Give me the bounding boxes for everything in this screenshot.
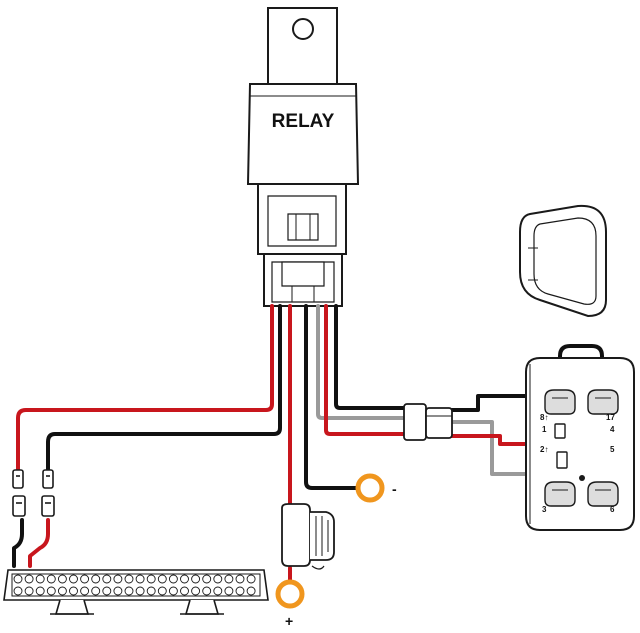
led-cell [124,574,134,584]
led-cell [135,574,145,584]
led-cell [135,586,145,596]
led-cell [13,586,23,596]
led-cell [113,574,123,584]
led-cell [246,574,256,584]
led-cell [202,574,212,584]
led-cell [235,586,245,596]
led-light-bar [3,569,269,615]
switch-pins [544,389,619,507]
led-cell [146,586,156,596]
wire-black-switch [334,304,412,410]
led-cell [91,586,101,596]
ground-terminal [355,473,385,503]
led-cell [180,574,189,584]
led-cell [224,574,234,584]
led-cell [113,586,123,596]
pin-label-2: 2↑ [540,445,548,454]
pin-label-4: 4 [610,425,615,434]
wire-black-lightbar [46,304,282,472]
led-cell [46,586,56,596]
led-cell [246,586,256,596]
led-cell [13,574,23,584]
led-cell [124,586,134,596]
pin-label-17: 17 [606,413,615,422]
negative-label: - [392,481,397,497]
led-cell [46,574,56,584]
led-cell [35,586,45,596]
positive-terminal [275,579,305,609]
led-cell [35,574,45,584]
wire-red-switch [324,304,412,436]
wire-black-ground [304,304,359,490]
pin-label-5: 5 [610,445,615,454]
pin-label-3: 3 [542,505,547,514]
led-cell [180,586,189,596]
wire-gray-switch [316,304,412,420]
led-cell [57,574,67,584]
led-cell [168,586,178,596]
led-cell [146,574,156,584]
led-cell [24,574,34,584]
led-cell [202,586,212,596]
led-cell [57,586,67,596]
led-cell [69,574,78,584]
pin-label-6: 6 [610,505,615,514]
led-cell [91,574,101,584]
switch-pin-labels: 8↑ 1 2↑ 3 17 4 5 6 [540,413,615,514]
led-cell [213,574,223,584]
led-cell [224,586,234,596]
wire-red-lightbar [16,304,274,472]
led-cell [102,574,112,584]
rocker-switch [519,204,607,318]
led-cell [24,586,34,596]
led-cell [168,574,178,584]
switch-back [525,357,635,531]
pin-label-1: 1 [542,425,547,434]
led-cell [191,586,201,596]
relay [246,7,360,307]
led-cell [102,586,112,596]
switch-plug [403,403,453,441]
led-cell [69,586,78,596]
fuse-holder [281,503,335,570]
led-cell [213,586,223,596]
led-cell [157,574,167,584]
wires [12,304,604,584]
led-cell [80,574,90,584]
positive-label: + [285,613,293,629]
led-cell [157,586,167,596]
led-cell [235,574,245,584]
lightbar-plugs [12,469,55,517]
led-cell [80,586,90,596]
pin-label-8: 8↑ [540,413,548,422]
led-cell [191,574,201,584]
relay-label: RELAY [272,111,335,132]
